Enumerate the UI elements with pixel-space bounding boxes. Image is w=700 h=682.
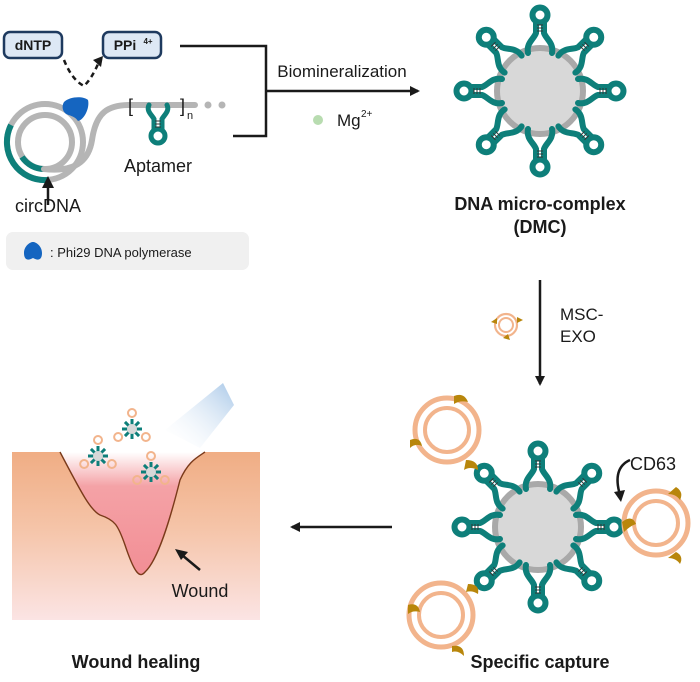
- aptamer-arm: [451, 511, 503, 543]
- wound-healing-label: Wound healing: [72, 652, 201, 672]
- cd63-pointer-arrow: [616, 458, 631, 496]
- msc-label-line1: MSC-: [560, 305, 603, 324]
- cd63-label: CD63: [630, 454, 676, 474]
- mini-dmc-exo-complex: [79, 435, 117, 469]
- bracket-close: ]: [180, 96, 185, 116]
- exosome-icon: [491, 312, 523, 340]
- cd63-arrow-head: [614, 490, 625, 502]
- biomineralization-step: Biomineralization Mg 2+: [180, 44, 420, 138]
- dmc-core: [498, 487, 578, 567]
- aptamer-arm: [555, 106, 605, 156]
- biomineralization-label: Biomineralization: [277, 62, 406, 81]
- captured-exosome-top-left: [412, 395, 482, 465]
- aptamer-arm: [524, 4, 556, 56]
- msc-label-line2: EXO: [560, 327, 596, 346]
- circdna: [3, 101, 226, 184]
- phi29-polymerase-icon: [62, 97, 89, 121]
- circdna-label: circDNA: [15, 196, 81, 216]
- wound-edge: [59, 451, 206, 576]
- dmc-abbreviation: (DMC): [514, 217, 567, 237]
- merge-bracket: [180, 44, 268, 138]
- dmc-title: DNA micro-complex: [454, 194, 625, 214]
- aptamer-arm: [553, 462, 603, 512]
- aptamer-arm: [524, 126, 556, 178]
- aptamer-arm: [475, 106, 525, 156]
- ppi-box: PPi 4+: [101, 30, 163, 60]
- circdna-arrow-head: [42, 176, 54, 188]
- aptamer-label: Aptamer: [124, 156, 192, 176]
- legend-polymerase-icon: [24, 242, 42, 260]
- dmc-exo-complexes-in-wound: [79, 408, 170, 485]
- dashed-reaction-arrow: [62, 59, 100, 88]
- aptamer-arm: [573, 511, 625, 543]
- wound-panel: Wound Wound healing: [12, 383, 260, 672]
- aptamer-arm: [522, 562, 554, 614]
- dna-micro-complex: [453, 4, 627, 178]
- mini-dmc-exo-complex: [132, 451, 170, 485]
- polymerase-legend: : Phi29 DNA polymerase: [6, 232, 249, 270]
- ppi-label: PPi: [114, 37, 137, 53]
- captured-exosome-bottom-left: [406, 580, 476, 650]
- light-beam: [165, 383, 234, 448]
- mg-label: Mg: [337, 111, 361, 130]
- skin-tissue: [12, 452, 260, 620]
- dntp-box: dNTP: [2, 30, 64, 60]
- cd63-markers: [408, 394, 682, 656]
- dmc-exosome-capture: [451, 440, 625, 614]
- aptamer-arm: [475, 26, 525, 76]
- dashed-arrow-head: [93, 56, 103, 67]
- dntp-label: dNTP: [15, 37, 52, 53]
- specific-capture-label: Specific capture: [470, 652, 609, 672]
- mini-dmc-exo-complex: [113, 408, 151, 442]
- aptamer-arm: [575, 75, 627, 107]
- rca-panel: dNTP PPi 4+ [ ] n Aptamer: [2, 30, 249, 270]
- legend-text: : Phi29 DNA polymerase: [50, 245, 192, 260]
- aptamer-arm: [555, 26, 605, 76]
- dmc-core: [500, 51, 580, 131]
- mg-charge: 2+: [361, 109, 373, 120]
- aptamer-arm: [553, 542, 603, 592]
- aptamer-arm: [522, 440, 554, 492]
- wound-label: Wound: [172, 581, 229, 601]
- mg-ion-dot-icon: [313, 115, 323, 125]
- aptamer-hairpin-icon: [148, 105, 168, 143]
- msc-exo-step: MSC- EXO: [491, 280, 603, 386]
- aptamer-arm: [473, 462, 523, 512]
- aptamer-arm: [473, 542, 523, 592]
- wound-arrow-head: [175, 549, 188, 560]
- repeat-n: n: [187, 110, 193, 122]
- wound-pointer-arrow: [181, 554, 201, 571]
- ppi-charge: 4+: [143, 37, 152, 46]
- aptamer-arm: [453, 75, 505, 107]
- bracket-open: [: [128, 96, 133, 116]
